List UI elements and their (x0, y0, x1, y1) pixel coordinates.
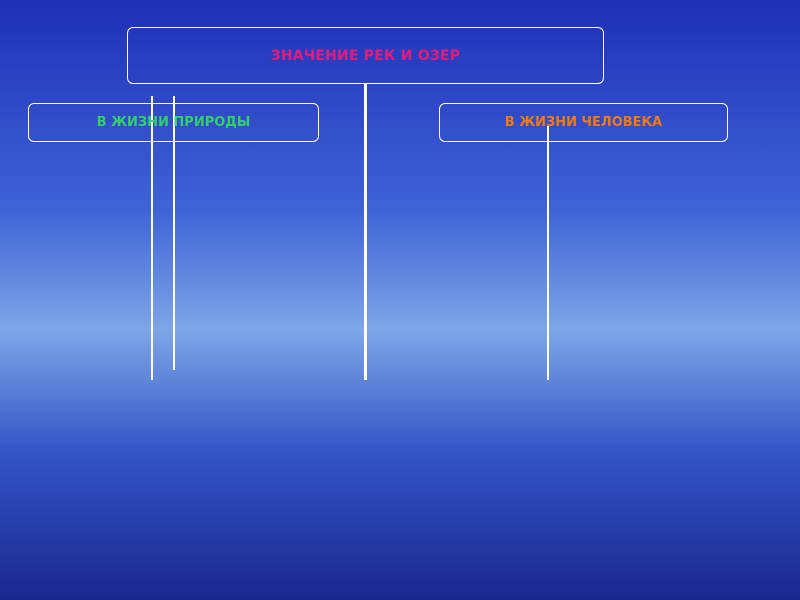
branch-human-box: В ЖИЗНИ ЧЕЛОВЕКА (439, 103, 728, 142)
connector-nature-1 (151, 96, 153, 380)
connector-human-1 (547, 126, 549, 380)
connector-nature-2 (173, 96, 175, 370)
diagram-title-box: ЗНАЧЕНИЕ РЕК И ОЗЕР (127, 27, 604, 84)
branch-nature-box: В ЖИЗНИ ПРИРОДЫ (28, 103, 319, 142)
connector-title-center (364, 84, 367, 380)
